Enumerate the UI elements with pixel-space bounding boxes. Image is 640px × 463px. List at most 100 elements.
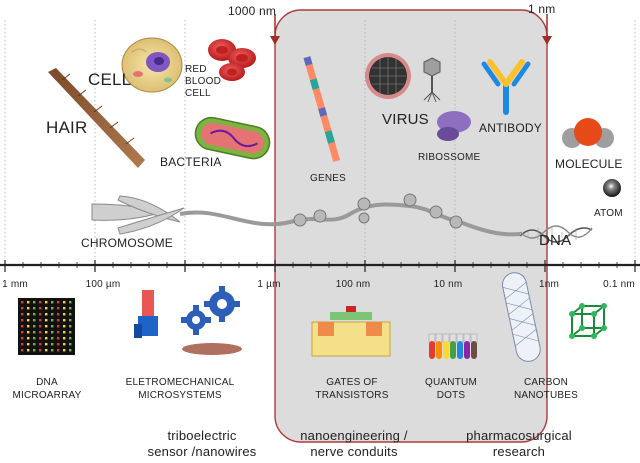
microarray-spot xyxy=(39,337,42,340)
label-carbon-nanotubes: CARBON NANOTUBES xyxy=(513,377,579,401)
quantum-dot-vial xyxy=(464,341,470,359)
microarray-spot xyxy=(63,343,66,346)
antibody-illustration xyxy=(481,59,531,115)
microarray-spot xyxy=(39,343,42,346)
microarray-spot xyxy=(39,307,42,310)
microarray-spot xyxy=(27,337,30,340)
label-dna: DNA xyxy=(539,232,572,249)
label-ribosome: RIBOSSOME xyxy=(418,152,481,163)
microarray-spot xyxy=(21,301,24,304)
dna-microarray-illustration xyxy=(18,298,75,355)
microarray-spot xyxy=(51,337,54,340)
label-antibody: ANTIBODY xyxy=(479,121,542,135)
microarray-spot xyxy=(33,313,36,316)
label-dna-microarray: DNA MICROARRAY xyxy=(12,377,82,401)
label-hair: HAIR xyxy=(46,118,88,137)
application-nanoengineering: nanoengineering / nerve conduits xyxy=(300,428,408,459)
microarray-spot xyxy=(69,313,72,316)
label-virus: VIRUS xyxy=(382,111,429,128)
quantum-dot-vial-cap xyxy=(463,333,471,343)
quantum-dot-vial-cap xyxy=(435,333,443,343)
microarray-spot xyxy=(27,301,30,304)
label-cell: CELL xyxy=(88,70,132,89)
microarray-spot xyxy=(27,343,30,346)
microarray-spot xyxy=(63,325,66,328)
label-red-blood-cell: RED BLOOD CELL xyxy=(185,64,222,99)
virus-illustration xyxy=(365,53,411,99)
quantum-dots-illustration xyxy=(428,333,478,359)
dna-helix-illustration xyxy=(519,225,593,243)
microarray-spot xyxy=(33,325,36,328)
genes-illustration xyxy=(303,56,341,162)
hair-illustration xyxy=(48,68,145,168)
quantum-dot-vial-cap xyxy=(470,333,478,343)
scale-tick-1um: 1 µm xyxy=(257,279,281,290)
microarray-spot xyxy=(33,349,36,352)
microarray-spot xyxy=(45,337,48,340)
microarray-spot xyxy=(51,331,54,334)
microarray-spot xyxy=(45,331,48,334)
microarray-spot xyxy=(33,343,36,346)
gears-illustration xyxy=(181,286,240,335)
label-mems: ELETROMECHANICAL MICROSYSTEMS xyxy=(125,377,235,401)
microarray-spot xyxy=(51,319,54,322)
microarray-spot xyxy=(39,313,42,316)
scale-tick-0-1nm: 0.1 nm xyxy=(603,279,635,290)
scale-axis xyxy=(0,260,640,272)
label-molecule: MOLECULE xyxy=(555,157,623,171)
microarray-spot xyxy=(57,325,60,328)
microarray-spot xyxy=(57,301,60,304)
microarray-spot xyxy=(51,307,54,310)
microarray-spot xyxy=(27,331,30,334)
bacteria-illustration xyxy=(194,116,271,160)
microarray-spot xyxy=(33,319,36,322)
microarray-spot xyxy=(21,325,24,328)
scale-tick-1mm: 1 mm xyxy=(2,279,28,290)
molecule-illustration xyxy=(562,118,614,148)
microarray-spot xyxy=(63,313,66,316)
microarray-spot xyxy=(51,349,54,352)
microarray-spot xyxy=(57,331,60,334)
microarray-spot xyxy=(39,301,42,304)
quantum-dot-vial xyxy=(450,341,456,359)
microarray-spot xyxy=(69,337,72,340)
microarray-spot xyxy=(51,313,54,316)
microarray-spot xyxy=(69,325,72,328)
microarray-spot xyxy=(51,301,54,304)
quantum-dot-vial-cap xyxy=(456,333,464,343)
microarray-spot xyxy=(21,313,24,316)
label-transistor-gates: GATES OF TRANSISTORS xyxy=(315,377,389,401)
microarray-spot xyxy=(45,325,48,328)
microarray-spot xyxy=(45,307,48,310)
label-bacteria: BACTERIA xyxy=(160,155,222,169)
quantum-dot-vial xyxy=(429,341,435,359)
transistor-gates-illustration xyxy=(311,306,391,357)
range-arrow-left xyxy=(270,14,280,45)
microarray-spot xyxy=(39,331,42,334)
scale-tick-100nm: 100 nm xyxy=(335,279,371,290)
scale-tick-100um: 100 µm xyxy=(85,279,121,290)
bacteriophage-illustration xyxy=(423,57,441,103)
microarray-spot xyxy=(63,301,66,304)
microarray-spot xyxy=(57,307,60,310)
chromosome-illustration xyxy=(91,195,185,235)
label-chromosome: CHROMOSOME xyxy=(81,236,173,250)
microarray-spot xyxy=(21,331,24,334)
range-label-1000nm: 1000 nm xyxy=(228,4,277,18)
microarray-spot xyxy=(21,349,24,352)
scale-tick-10nm: 10 nm xyxy=(433,279,463,290)
microarray-spot xyxy=(33,337,36,340)
label-quantum-dots: QUANTUM DOTS xyxy=(425,377,477,401)
carbon-nanotube-illustration xyxy=(502,272,541,362)
microarray-spot xyxy=(21,307,24,310)
microarray-spot xyxy=(45,301,48,304)
microarray-spot xyxy=(39,349,42,352)
microarray-spot xyxy=(57,313,60,316)
microarray-spot xyxy=(69,307,72,310)
scale-tick-1nm: 1nm xyxy=(538,279,560,290)
microarray-spot xyxy=(57,343,60,346)
quantum-dot-vial xyxy=(471,341,477,359)
microarray-spot xyxy=(45,319,48,322)
mems-base-plate xyxy=(182,343,242,355)
